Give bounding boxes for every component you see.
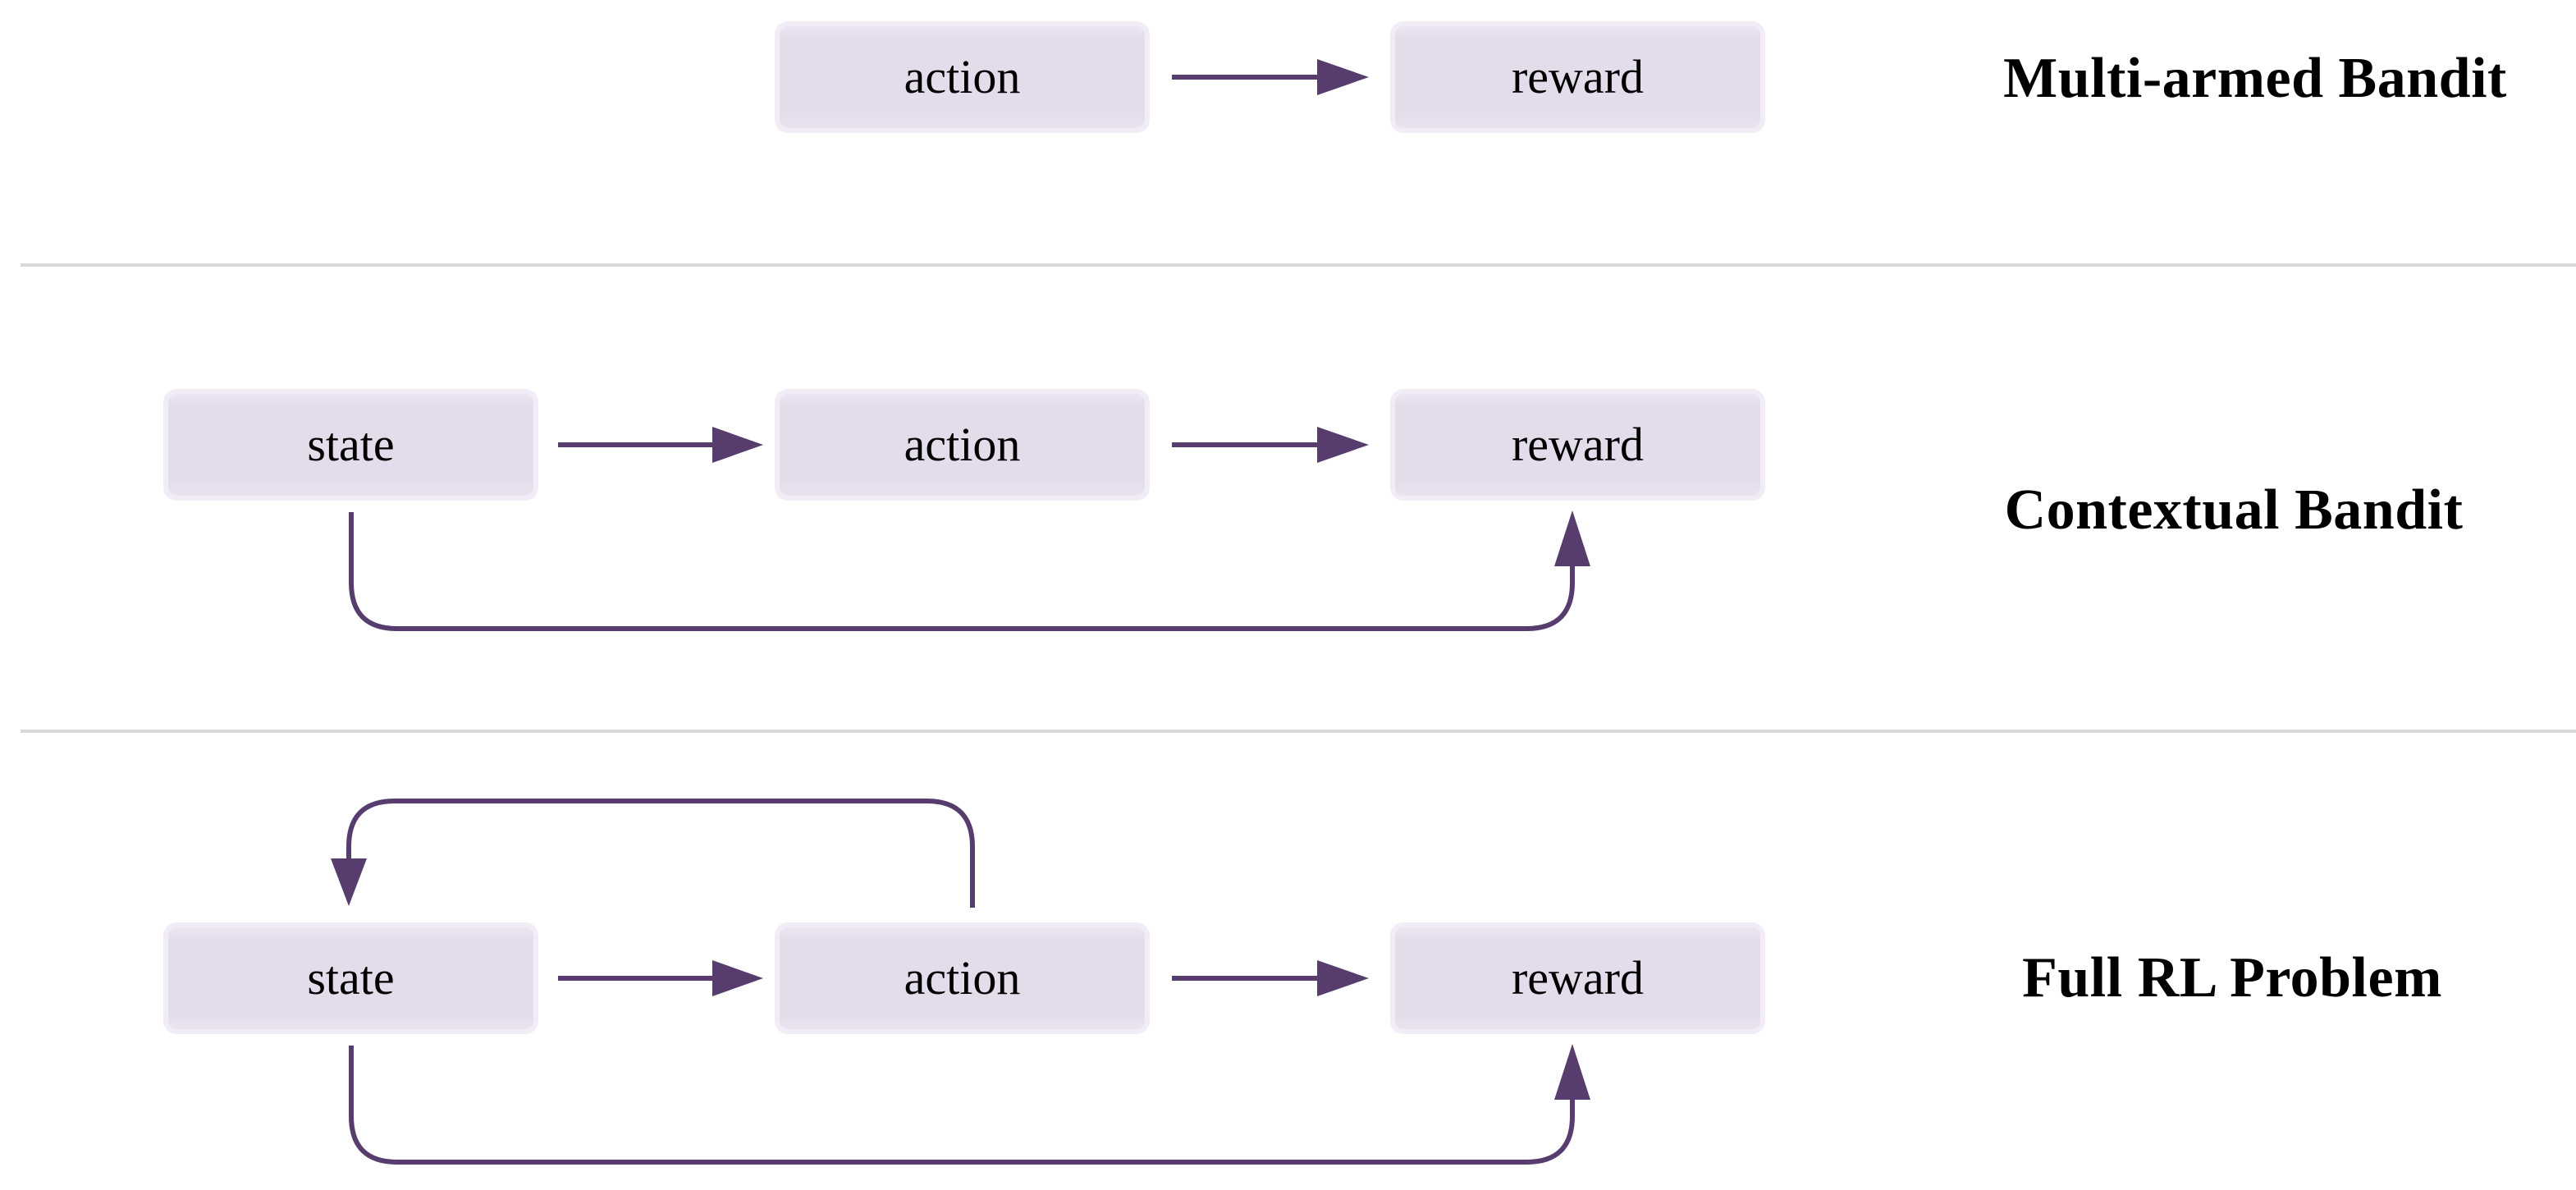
row3-title: Full RL Problem: [2022, 946, 2442, 1009]
arrow-row3-action-to-state-loop: [331, 799, 975, 908]
arrow-row1-action-to-reward: [1172, 59, 1369, 95]
row2-reward-box: reward: [1395, 394, 1760, 496]
arrow-row2-action-to-reward: [1172, 427, 1369, 463]
arrow-row3-action-to-reward: [1172, 960, 1369, 996]
row2-title: Contextual Bandit: [2004, 478, 2464, 542]
row2-action-box: action: [780, 394, 1145, 496]
row3-reward-box: reward: [1395, 927, 1760, 1029]
arrow-row2-state-to-reward-curve: [349, 510, 1590, 631]
section-divider-2: [21, 730, 2576, 733]
row3-action-box: action: [780, 927, 1145, 1029]
section-divider-1: [21, 263, 2576, 267]
row1-reward-box: reward: [1395, 26, 1760, 128]
arrow-row2-state-to-action: [558, 427, 763, 463]
row2-state-box: state: [168, 394, 533, 496]
row1-action-box: action: [780, 26, 1145, 128]
row1-title: Multi-armed Bandit: [2003, 47, 2507, 110]
arrow-row3-state-to-reward-curve: [349, 1044, 1590, 1165]
arrow-row3-state-to-action: [558, 960, 763, 996]
row3-state-box: state: [168, 927, 533, 1029]
